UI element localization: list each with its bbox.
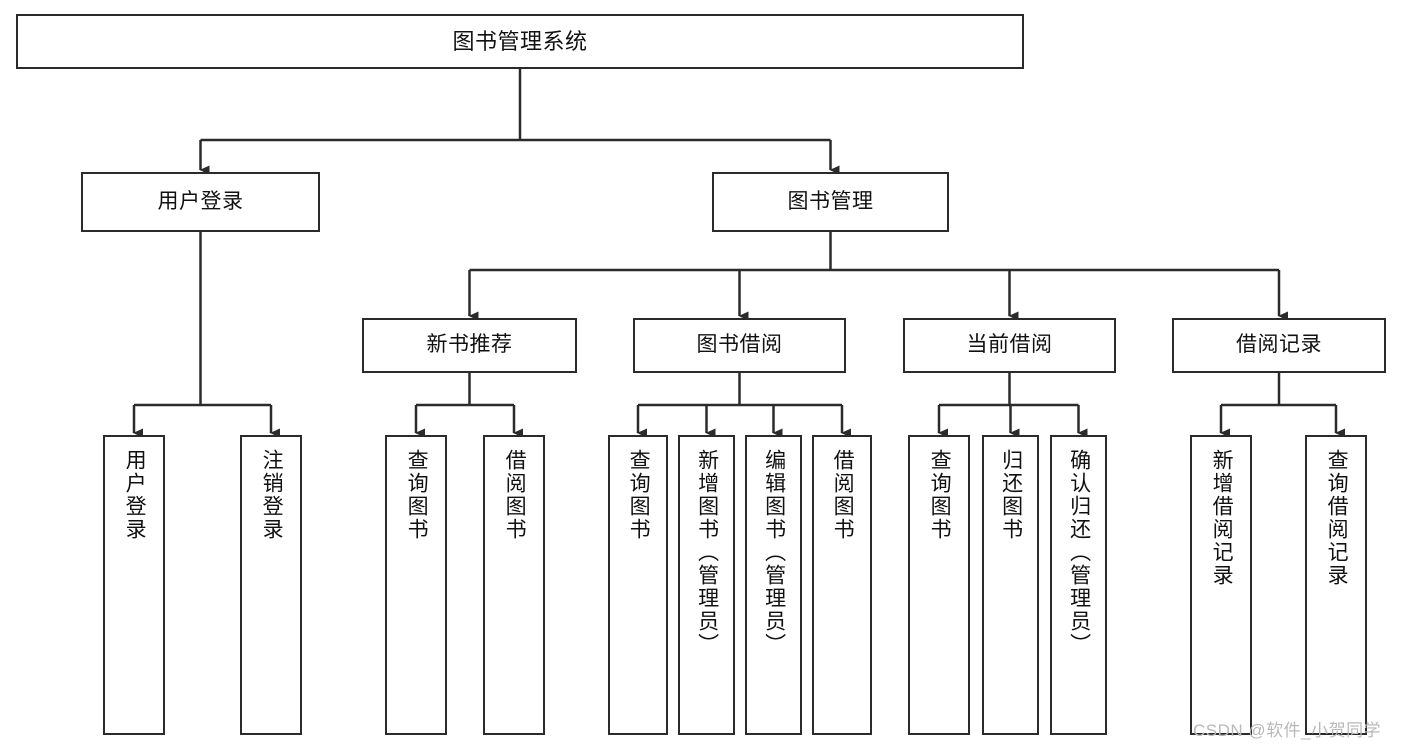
node-leaf-bb-borrow[interactable]: 借阅图书 <box>812 435 872 735</box>
node-label: 编辑图书（管理员） <box>762 449 786 656</box>
node-label: 图书管理 <box>787 189 874 213</box>
node-current[interactable]: 当前借阅 <box>903 318 1116 373</box>
node-label: 新增借阅记录 <box>1210 449 1234 587</box>
node-label: 确认归还（管理员） <box>1067 449 1091 656</box>
node-label: 图书借阅 <box>696 333 783 357</box>
node-label: 当前借阅 <box>966 333 1053 357</box>
node-leaf-bb-edit[interactable]: 编辑图书（管理员） <box>745 435 802 735</box>
node-leaf-user-login[interactable]: 用户登录 <box>103 435 165 735</box>
node-borrow[interactable]: 图书借阅 <box>633 318 846 373</box>
node-leaf-nb-borrow[interactable]: 借阅图书 <box>483 435 545 735</box>
node-label: 注销登录 <box>260 449 284 541</box>
node-newbook[interactable]: 新书推荐 <box>362 318 577 373</box>
node-label: 用户登录 <box>123 449 147 541</box>
node-label: 查询图书 <box>405 449 429 541</box>
node-leaf-cb-query[interactable]: 查询图书 <box>908 435 970 735</box>
node-leaf-bb-add[interactable]: 新增图书（管理员） <box>678 435 735 735</box>
node-label: 图书管理系统 <box>452 28 588 54</box>
node-leaf-user-logout[interactable]: 注销登录 <box>240 435 302 735</box>
node-label: 用户登录 <box>157 189 244 213</box>
node-label: 新书推荐 <box>426 333 513 357</box>
node-leaf-nb-query[interactable]: 查询图书 <box>385 435 447 735</box>
node-leaf-cb-confirm[interactable]: 确认归还（管理员） <box>1050 435 1107 735</box>
node-label: 借阅图书 <box>831 449 855 541</box>
node-root[interactable]: 图书管理系统 <box>16 14 1024 69</box>
watermark: CSDN @软件_小贺同学 <box>1193 721 1382 740</box>
node-label: 查询借阅记录 <box>1325 449 1349 587</box>
node-bookmgmt[interactable]: 图书管理 <box>712 172 949 232</box>
node-label: 归还图书 <box>999 449 1023 541</box>
node-label: 借阅图书 <box>503 449 527 541</box>
node-leaf-bb-query[interactable]: 查询图书 <box>608 435 668 735</box>
node-leaf-cb-return[interactable]: 归还图书 <box>982 435 1039 735</box>
node-leaf-rec-add[interactable]: 新增借阅记录 <box>1190 435 1252 735</box>
node-label: 借阅记录 <box>1236 333 1322 357</box>
node-records[interactable]: 借阅记录 <box>1172 318 1386 373</box>
node-label: 查询图书 <box>928 449 952 541</box>
node-leaf-rec-query[interactable]: 查询借阅记录 <box>1305 435 1367 735</box>
edge-layer <box>132 69 1345 438</box>
node-login[interactable]: 用户登录 <box>81 172 320 232</box>
node-label: 新增图书（管理员） <box>695 449 719 656</box>
node-label: 查询图书 <box>627 449 651 541</box>
